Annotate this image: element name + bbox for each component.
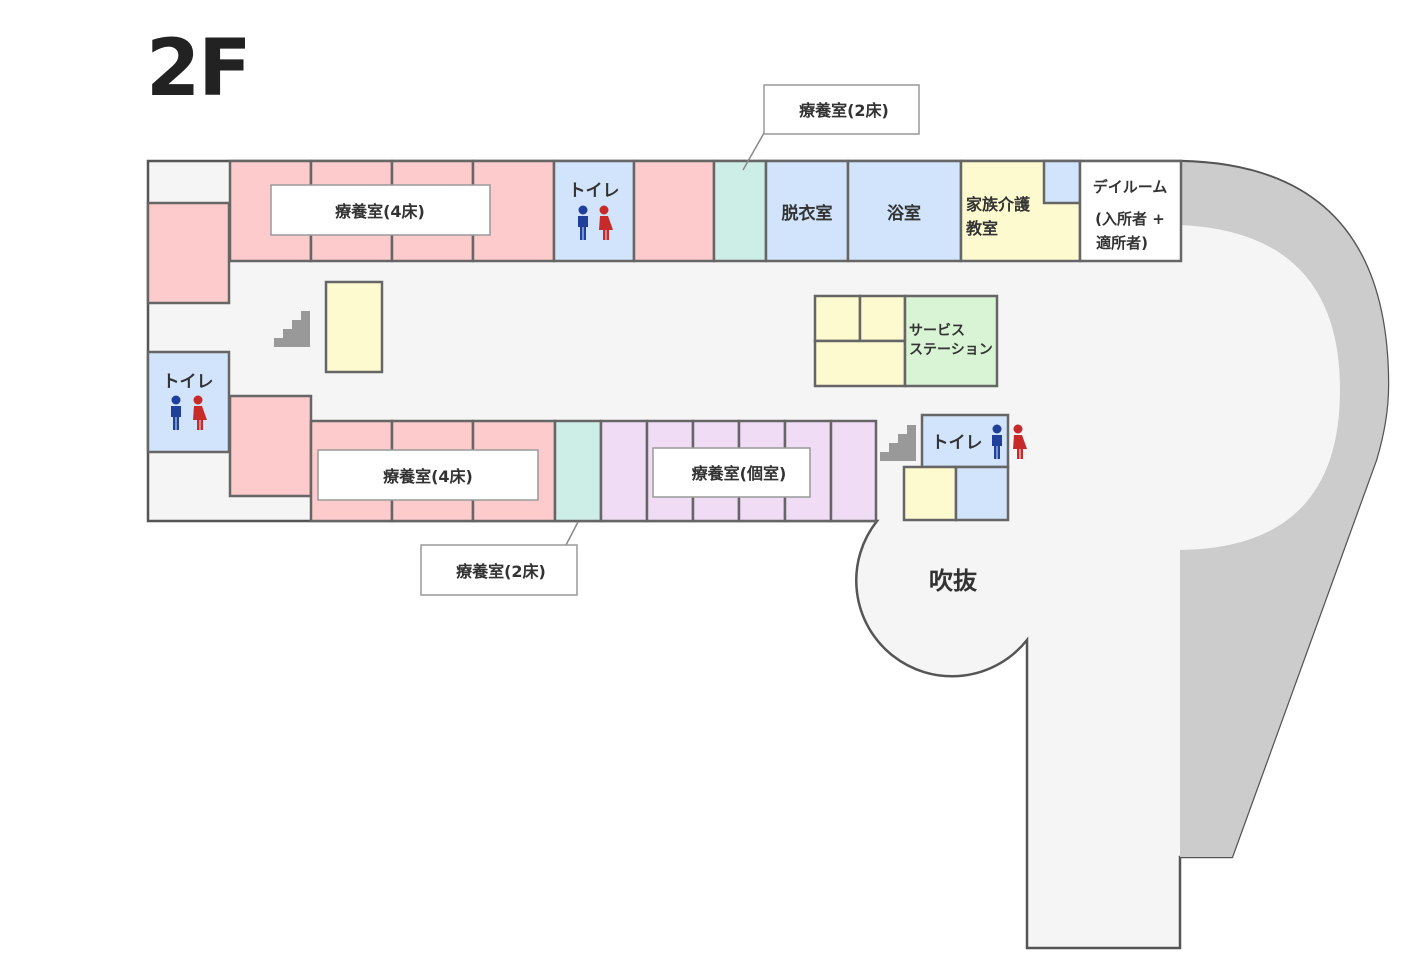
stairs-icon [880,425,916,461]
label-dayroom-2: (入所者 + [1095,210,1165,228]
room-storage-yellow [324,280,384,374]
room-dayroom [1078,159,1183,263]
callout-leader-top [742,132,765,171]
room-service-station [903,294,999,388]
room-station-b [858,294,907,343]
room-ward-top-5 [632,159,716,263]
room-right-yellow [902,465,958,522]
label-box-ward4-bottom [317,449,539,501]
label-atrium: 吹抜 [929,567,978,595]
label-ward4-top: 療養室(4床) [335,202,425,221]
callout-box-bottom [420,544,578,596]
room-ward2-bottom [553,419,603,523]
label-ward2-bottom-callout: 療養室(2床) [456,562,546,581]
floor-title: 2F [146,24,252,114]
room-private-6 [829,419,878,523]
room-ward-corner [146,201,231,305]
label-box-private [652,447,811,498]
label-changing-room: 脱衣室 [782,203,833,224]
room-station-a [813,294,862,343]
room-family-care-small [1042,159,1082,205]
label-dayroom-1: デイルーム [1093,178,1168,196]
label-toilet-left: トイレ [163,372,214,392]
label-toilet-right: トイレ [932,433,983,453]
label-station-1: サービス [909,323,965,339]
room-toilet-top [552,159,636,263]
label-family-care-2: 教室 [966,219,998,238]
room-private-1 [599,419,649,523]
callout-box-top [763,84,920,135]
label-dayroom-3: 適所者) [1096,234,1148,252]
room-ward-bottom-0 [228,394,313,498]
room-station-c [813,339,907,388]
room-right-blue [954,465,1010,522]
label-box-ward4-top [270,184,491,236]
label-station-2: ステーション [909,342,993,358]
stairs-icon [274,311,310,347]
room-changing [764,159,850,263]
room-ward2-top [712,159,768,263]
label-ward-private: 療養室(個室) [692,464,787,483]
middle-area [324,280,999,388]
label-ward4-bottom: 療養室(4床) [383,467,473,486]
room-bath [846,159,963,263]
label-bathroom: 浴室 [887,203,921,224]
label-family-care-1: 家族介護 [966,195,1031,214]
outer-walkway [1180,162,1388,857]
room-toilet-left [146,350,231,454]
callout-leader-bottom [565,521,579,546]
label-toilet-top: トイレ [569,181,620,201]
label-ward2-top-callout: 療養室(2床) [799,101,889,120]
